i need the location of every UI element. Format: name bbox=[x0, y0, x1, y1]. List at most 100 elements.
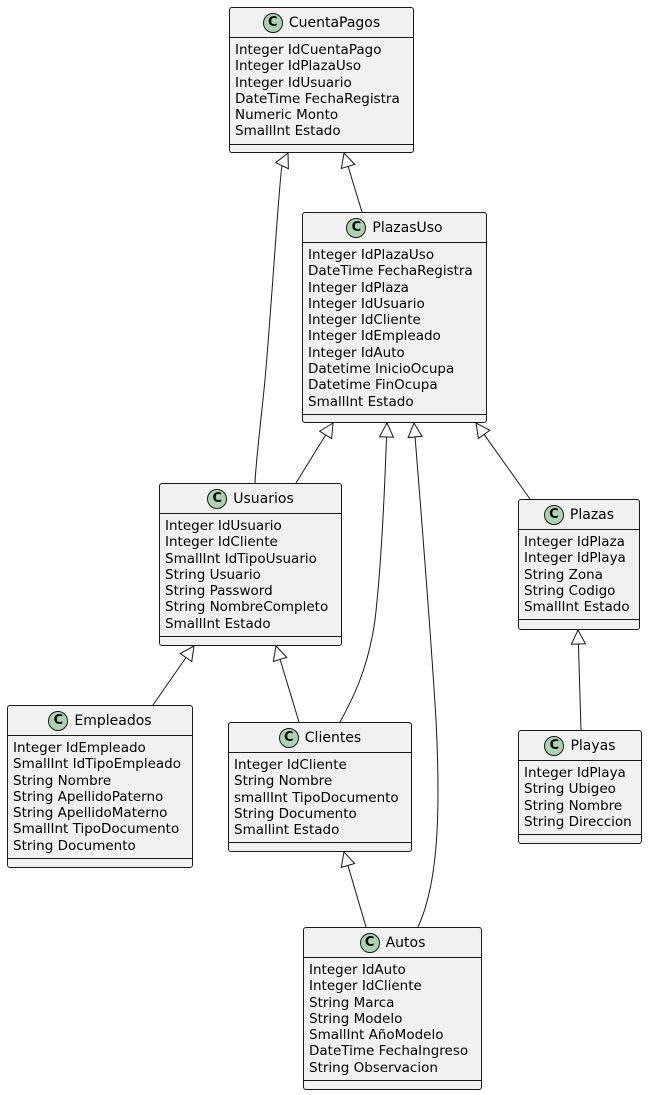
class-attribute: SmallInt AñoModelo bbox=[309, 1027, 444, 1044]
class-attribute: Integer IdCliente bbox=[308, 312, 421, 329]
class-attribute: Integer IdUsuario bbox=[235, 74, 352, 91]
class-attribute: DateTime FechaRegistra bbox=[235, 90, 400, 107]
class-attribute: SmallInt IdTipoEmpleado bbox=[13, 756, 181, 773]
class-name: Clientes bbox=[304, 729, 362, 746]
class-attribute: Integer IdCliente bbox=[234, 757, 347, 773]
class-header: C Usuarios bbox=[160, 484, 341, 514]
class-attribute: DateTime FechaIngreso bbox=[309, 1043, 469, 1060]
inheritance-arrowhead-clientes-to-plazasuso bbox=[378, 421, 395, 438]
class-header: C Empleados bbox=[8, 706, 192, 736]
class-attribute: String Nombre bbox=[234, 773, 333, 790]
class-icon: C bbox=[544, 735, 565, 756]
class-attribute: SmallInt Estado bbox=[524, 599, 630, 616]
class-attribute: String Observacion bbox=[309, 1059, 438, 1076]
class-attribute: Integer IdAuto bbox=[308, 344, 405, 361]
inheritance-line-autos-to-plazasuso bbox=[414, 436, 439, 928]
class-attribute: DateTime FechaRegistra bbox=[308, 263, 473, 280]
class-attribute: Datetime InicioOcupa bbox=[308, 361, 455, 378]
class-attribute: Integer IdEmpleado bbox=[13, 740, 146, 756]
class-attribute: String Nombre bbox=[524, 797, 623, 814]
class-icon: C bbox=[346, 217, 367, 238]
inheritance-line-plazas-to-plazasuso bbox=[483, 434, 531, 500]
class-attribute: Numeric Monto bbox=[235, 107, 339, 124]
class-name: Autos bbox=[385, 934, 426, 951]
class-attribute: String Documento bbox=[13, 837, 136, 854]
class-attribute: SmallInt Estado bbox=[165, 615, 271, 632]
class-attribute: String Zona bbox=[524, 566, 603, 583]
class-attribute: SmallInt TipoDocumento bbox=[13, 821, 180, 838]
inheritance-line-plazasuso-to-cuentapagos bbox=[347, 166, 363, 213]
class-icon: C bbox=[278, 727, 299, 748]
inheritance-line-autos-to-clientes bbox=[347, 865, 367, 928]
class-name: Empleados bbox=[74, 712, 152, 729]
inheritance-arrowhead-empleados-to-usuarios bbox=[179, 645, 195, 663]
inheritance-arrowhead-autos-to-plazasuso bbox=[407, 421, 423, 439]
class-attribute: Integer IdPlazaUso bbox=[308, 247, 435, 263]
class-attribute: String Documento bbox=[234, 805, 357, 822]
inheritance-arrowhead-usuarios-to-cuentapagos bbox=[274, 151, 289, 170]
class-attribute: Integer IdPlaya bbox=[524, 550, 626, 567]
class-attribute: String Direccion bbox=[524, 813, 632, 830]
class-attribute: String Usuario bbox=[165, 566, 261, 583]
class-attribute: String Ubigeo bbox=[524, 781, 616, 798]
class-attribute: Integer IdCliente bbox=[309, 978, 422, 995]
inheritance-arrowhead-plazas-to-plazasuso bbox=[475, 422, 491, 440]
inheritance-line-playas-to-plazas bbox=[577, 643, 582, 731]
class-attribute: String Nombre bbox=[13, 772, 112, 789]
class-attribute: Integer IdPlaya bbox=[524, 765, 626, 781]
class-name: PlazasUso bbox=[372, 219, 443, 236]
class-attribute: String Modelo bbox=[309, 1010, 403, 1027]
class-attribute: Smallint Estado bbox=[234, 822, 340, 839]
class-attribute: SmallInt IdTipoUsuario bbox=[165, 550, 317, 567]
inheritance-line-empleados-to-usuarios bbox=[152, 657, 187, 706]
class-attribute: Integer IdCliente bbox=[165, 534, 278, 551]
inheritance-line-usuarios-to-plazasuso bbox=[295, 434, 327, 484]
class-name: CuentaPagos bbox=[288, 14, 381, 31]
class-icon: C bbox=[48, 710, 69, 731]
class-attribute: Integer IdPlazaUso bbox=[235, 58, 362, 75]
class-header: C Playas bbox=[519, 731, 641, 761]
class-attribute: smallInt TipoDocumento bbox=[234, 789, 399, 806]
class-attribute: String NombreCompleto bbox=[165, 599, 329, 616]
inheritance-arrowhead-clientes-to-usuarios bbox=[272, 644, 288, 663]
class-icon: C bbox=[207, 488, 228, 509]
class-attribute: Integer IdPlaza bbox=[308, 279, 409, 296]
class-attribute: SmallInt Estado bbox=[235, 123, 341, 140]
class-header: C Plazas bbox=[519, 500, 639, 530]
class-attribute: Integer IdEmpleado bbox=[308, 328, 441, 345]
inheritance-arrowhead-plazasuso-to-cuentapagos bbox=[340, 151, 356, 170]
inheritance-line-clientes-to-usuarios bbox=[279, 659, 300, 723]
class-attribute: String Codigo bbox=[524, 582, 616, 599]
class-name: Playas bbox=[570, 737, 616, 754]
class-attribute: Integer IdUsuario bbox=[165, 518, 282, 534]
class-attribute: String ApellidoPaterno bbox=[13, 788, 164, 805]
class-attribute: String Password bbox=[165, 583, 273, 600]
class-attribute: SmallInt Estado bbox=[308, 393, 414, 410]
class-icon: C bbox=[543, 504, 564, 525]
class-header: C Clientes bbox=[229, 723, 411, 753]
inheritance-arrowhead-playas-to-plazas bbox=[570, 628, 587, 645]
class-attribute: Datetime FinOcupa bbox=[308, 377, 438, 394]
inheritance-arrowhead-autos-to-clientes bbox=[340, 850, 356, 869]
class-name: Plazas bbox=[569, 506, 615, 523]
class-attribute: String ApellidoMaterno bbox=[13, 805, 168, 822]
class-name: Usuarios bbox=[233, 490, 294, 507]
inheritance-line-clientes-to-plazasuso bbox=[339, 436, 388, 723]
